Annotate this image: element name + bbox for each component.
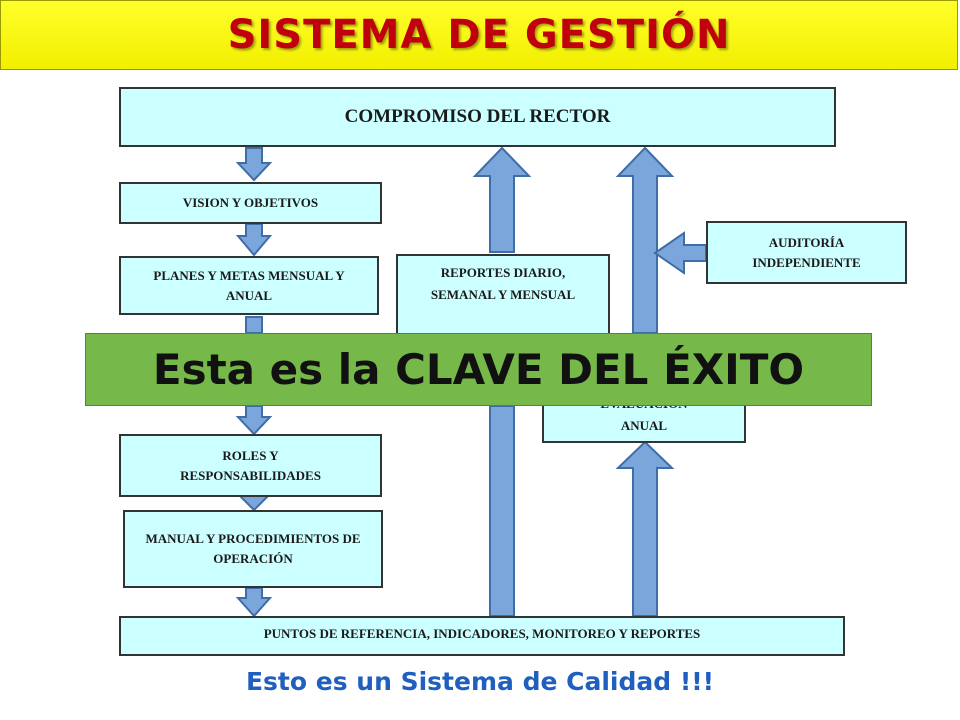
down-arrow-2 — [235, 223, 273, 257]
box-roles: ROLES Y RESPONSABILIDADES — [119, 434, 382, 497]
title-bar: SISTEMA DE GESTIÓN — [0, 0, 958, 70]
down-arrow-6 — [235, 587, 273, 618]
down-arrow-1 — [235, 147, 273, 182]
box-puntos-referencia: PUNTOS DE REFERENCIA, INDICADORES, MONIT… — [119, 616, 845, 656]
box-roles-label: ROLES Y RESPONSABILIDADES — [180, 447, 321, 483]
key-banner: Esta es la CLAVE DEL ÉXITO — [85, 333, 872, 406]
left-arrow-auditoria — [653, 231, 707, 275]
down-arrow-4 — [235, 405, 273, 436]
box-vision-label: VISION Y OBJETIVOS — [182, 195, 319, 210]
banner-text: Esta es la CLAVE DEL ÉXITO — [152, 345, 805, 394]
box-planes-metas: PLANES Y METAS MENSUAL Y ANUAL — [119, 256, 379, 315]
up-arrow-reportes — [472, 146, 532, 253]
footer-caption: Esto es un Sistema de Calidad !!! — [245, 667, 715, 696]
box-manual: MANUAL Y PROCEDIMIENTOS DE OPERACIÓN — [123, 510, 383, 588]
box-puntos-label: PUNTOS DE REFERENCIA, INDICADORES, MONIT… — [263, 626, 701, 641]
box-manual-label: MANUAL Y PROCEDIMIENTOS DE OPERACIÓN — [145, 531, 361, 566]
up-shaft-reportes — [489, 405, 515, 617]
up-arrow-evaluacion — [615, 440, 675, 617]
box-reportes-label: REPORTES DIARIO, SEMANAL Y MENSUAL — [430, 265, 576, 302]
page-title: SISTEMA DE GESTIÓN — [227, 12, 731, 58]
box-compromiso-rector: COMPROMISO DEL RECTOR — [119, 87, 836, 147]
box-compromiso-label: COMPROMISO DEL RECTOR — [344, 106, 611, 127]
down-arrow-3 — [245, 316, 263, 334]
box-auditoria: AUDITORÍA INDEPENDIENTE — [706, 221, 907, 284]
box-auditoria-label: AUDITORÍA INDEPENDIENTE — [752, 234, 861, 270]
box-reportes: REPORTES DIARIO, SEMANAL Y MENSUAL — [396, 254, 610, 336]
box-planes-label: PLANES Y METAS MENSUAL Y ANUAL — [153, 267, 345, 303]
box-vision-objetivos: VISION Y OBJETIVOS — [119, 182, 382, 224]
up-arrow-rector — [615, 146, 675, 334]
